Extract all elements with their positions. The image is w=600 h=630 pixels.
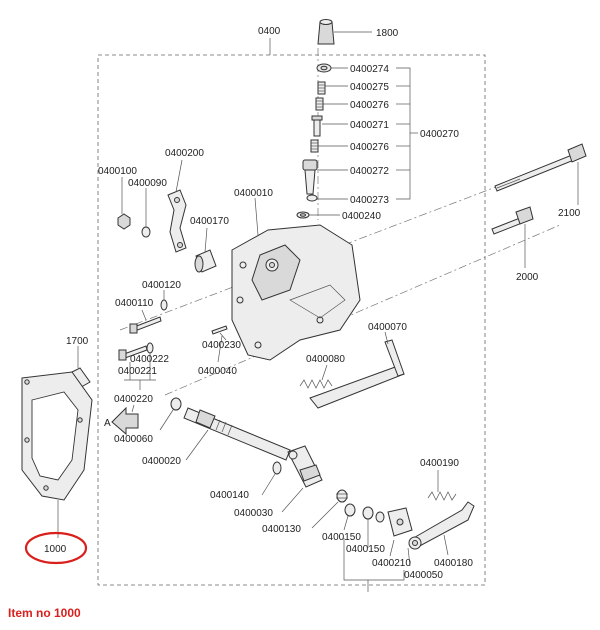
part-0400150-collar-b[interactable] (362, 506, 385, 523)
label-0400150-a: 0400150 (322, 532, 361, 543)
label-0400070: 0400070 (368, 322, 407, 333)
part-0400110-bolt[interactable] (129, 316, 162, 334)
label-0400274: 0400274 (350, 64, 389, 75)
part-0400210-plate[interactable] (387, 507, 413, 537)
label-0400170: 0400170 (190, 216, 229, 227)
label-0400140: 0400140 (210, 490, 249, 501)
label-1700: 1700 (66, 336, 89, 347)
label-0400221: 0400221 (118, 366, 157, 377)
part-1000-gasket[interactable] (21, 371, 93, 501)
part-0400273-washer[interactable] (306, 194, 318, 202)
part-0400080-spring[interactable] (299, 379, 333, 389)
label-0400130: 0400130 (262, 524, 301, 535)
label-0400110: 0400110 (115, 298, 154, 309)
part-0400275-spring[interactable] (317, 81, 326, 95)
part-0400090-washer[interactable] (141, 226, 151, 238)
label-0400276-a: 0400276 (350, 100, 389, 111)
label-0400272: 0400272 (350, 166, 389, 177)
label-2000: 2000 (516, 272, 539, 283)
part-2000-short-bolt[interactable] (491, 206, 534, 235)
part-0400222-washer[interactable] (146, 342, 154, 354)
label-0400: 0400 (258, 26, 281, 37)
part-0400130-spring[interactable] (336, 489, 348, 503)
part-0400020-shaft[interactable] (183, 407, 291, 461)
label-0400190: 0400190 (420, 458, 459, 469)
part-1800-cap[interactable] (317, 19, 335, 45)
label-0400010: 0400010 (234, 188, 273, 199)
centerline-upper (119, 154, 581, 331)
part-0400190-spring[interactable] (427, 491, 457, 501)
label-0400200: 0400200 (165, 148, 204, 159)
highlight-circle-1000 (24, 531, 88, 565)
label-0400100: 0400100 (98, 166, 137, 177)
centerline-lower (164, 224, 561, 396)
assembly-boundary (97, 54, 486, 586)
part-0400180-arm[interactable] (408, 501, 475, 550)
part-2100-long-bolt[interactable] (494, 143, 587, 192)
part-0400150-collar-a[interactable] (344, 503, 356, 517)
part-0400240-washer[interactable] (296, 211, 310, 219)
label-A: A (104, 418, 111, 429)
part-0400230-pin[interactable] (211, 325, 228, 335)
label-1000: 1000 (44, 544, 67, 555)
label-0400275: 0400275 (350, 82, 389, 93)
label-0400230: 0400230 (202, 340, 241, 351)
part-0400272-plunger[interactable] (302, 159, 318, 195)
part-0400220-arrow-a (111, 406, 139, 436)
label-0400020: 0400020 (142, 456, 181, 467)
part-0400276-spring-a[interactable] (315, 97, 324, 111)
label-0400210: 0400210 (372, 558, 411, 569)
label-0400050: 0400050 (404, 570, 443, 581)
part-0400120-washer[interactable] (160, 299, 168, 311)
part-0400030-selector[interactable] (287, 445, 323, 488)
part-0400060-ring[interactable] (170, 397, 182, 411)
part-0400070-bracket[interactable] (309, 339, 405, 409)
label-0400240: 0400240 (342, 211, 381, 222)
label-0400180: 0400180 (434, 558, 473, 569)
part-0400200-lever[interactable] (167, 189, 187, 253)
label-1800: 1800 (376, 28, 399, 39)
part-0400010-housing[interactable] (231, 224, 361, 361)
label-0400270: 0400270 (420, 129, 459, 140)
label-2100: 2100 (558, 208, 581, 219)
part-0400276-spring-b[interactable] (310, 139, 319, 153)
label-0400276-b: 0400276 (350, 142, 389, 153)
part-0400271-pin[interactable] (311, 115, 323, 137)
part-0400170-bushing[interactable] (194, 249, 217, 273)
label-0400150-b: 0400150 (346, 544, 385, 555)
label-0400273: 0400273 (350, 195, 389, 206)
label-0400220: 0400220 (114, 394, 153, 405)
label-0400120: 0400120 (142, 280, 181, 291)
label-0400222: 0400222 (130, 354, 169, 365)
label-0400271: 0400271 (350, 120, 389, 131)
label-0400060: 0400060 (114, 434, 153, 445)
footer-item-note: Item no 1000 (8, 606, 81, 620)
label-0400080: 0400080 (306, 354, 345, 365)
label-0400040: 0400040 (198, 366, 237, 377)
part-0400274-nut[interactable] (316, 63, 332, 73)
part-0400140-ring[interactable] (272, 461, 282, 475)
part-0400221-bolt[interactable] (118, 345, 148, 361)
label-0400030: 0400030 (234, 508, 273, 519)
part-0400100-nut[interactable] (117, 213, 131, 230)
label-0400090: 0400090 (128, 178, 167, 189)
